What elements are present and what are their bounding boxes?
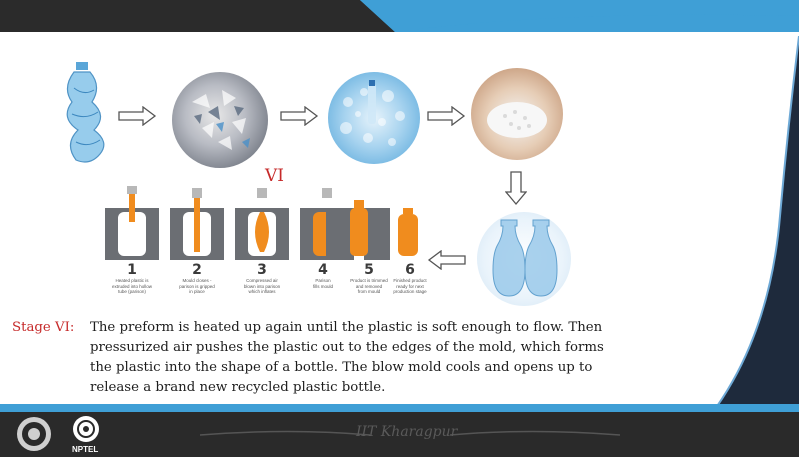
caption-line-1: The preform is heated up again until the… — [90, 318, 602, 338]
footer-accent — [0, 404, 799, 412]
step-2-number: 2 — [172, 262, 222, 278]
step-2-desc-line-3: in place — [172, 289, 222, 295]
step-3-desc-line-3: which inflates — [237, 289, 287, 295]
iit-logo-icon — [14, 414, 54, 454]
step-3-number: 3 — [237, 262, 287, 278]
arrow-down — [505, 170, 527, 206]
step-1-number: 1 — [107, 262, 157, 278]
step-1-desc-line-3: tube (parison) — [107, 289, 157, 295]
nptel-logo-text: NPTEL — [72, 445, 98, 454]
mould-step-5 — [326, 200, 390, 260]
caption-line-4: release a brand new recycled plastic bot… — [90, 378, 385, 398]
crushed-bottle-image — [50, 58, 120, 168]
step-4: 4 Parison fills mould — [298, 262, 348, 289]
step-6: 6 Finished product ready for next produc… — [385, 262, 435, 295]
plastic-flakes-image — [328, 72, 420, 164]
preforms-image — [477, 212, 571, 306]
stage-label: Stage VI: — [12, 318, 74, 338]
mould-step-2 — [170, 188, 224, 260]
step-2: 2 Mould closes - parison is gripped in p… — [172, 262, 222, 295]
arrow-right-1 — [117, 106, 157, 126]
mould-step-1 — [105, 186, 159, 260]
step-6-desc-line-3: production stage — [385, 289, 435, 295]
step-3: 3 Compressed air blown into parison whic… — [237, 262, 287, 295]
blow-molding-diagram — [100, 182, 430, 262]
plastic-pellets-image — [471, 68, 563, 160]
step-4-number: 4 — [298, 262, 348, 278]
nptel-logo-icon — [70, 414, 102, 444]
arrow-right-3 — [426, 106, 466, 126]
step-4-desc-line-2: fills mould — [298, 284, 348, 290]
step-1: 1 Heated plastic is extruded into hollow… — [107, 262, 157, 295]
plastic-scrap-image — [172, 72, 268, 168]
caption-line-3: the plastic into the shape of a bottle. … — [90, 358, 592, 378]
mould-step-3 — [235, 188, 289, 260]
header-band — [0, 0, 799, 40]
arrow-right-2 — [279, 106, 319, 126]
right-curve — [620, 36, 799, 416]
step-6-number: 6 — [385, 262, 435, 278]
finished-bottle-step-6 — [398, 208, 418, 256]
caption-line-2: pressurized air pushes the plastic out t… — [90, 338, 604, 358]
footer-institute: IIT Kharagpur — [356, 424, 457, 440]
